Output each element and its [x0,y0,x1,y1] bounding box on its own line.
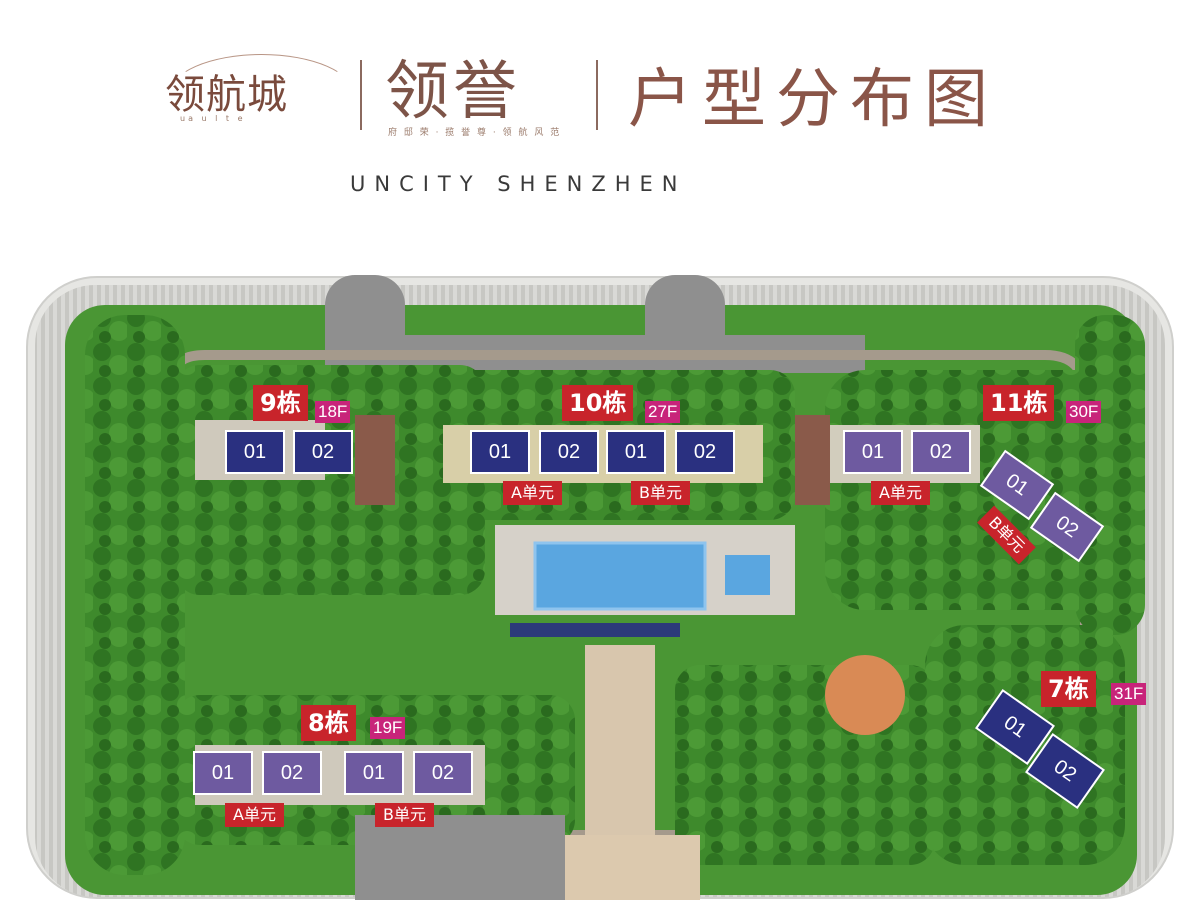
header-divider [360,60,362,130]
pool-edge [510,623,680,637]
page-subtitle: UNCITY SHENZHEN [350,172,687,196]
page-title: 户型分布图 [628,63,998,137]
building-10-unit-a-01[interactable]: 01 [470,430,530,474]
building-10-floors: 27F [645,401,681,423]
building-9-tower [355,415,395,505]
building-10-unit-a-02[interactable]: 02 [539,430,599,474]
building-9-label: 9栋 [253,385,308,421]
building-10-unit-b-02[interactable]: 02 [675,430,735,474]
building-8-unit-b-label: B单元 [375,803,434,827]
building-9-unit-01[interactable]: 01 [225,430,285,474]
building-11-tower [795,415,830,505]
building-11-label: 11栋 [983,385,1055,421]
building-9-unit-02[interactable]: 02 [293,430,353,474]
header-divider [596,60,598,130]
building-8-unit-b-01[interactable]: 01 [344,751,404,795]
playground [825,655,905,735]
building-7-label: 7栋 [1041,671,1096,707]
building-11-unit-a-01[interactable]: 01 [843,430,903,474]
building-11-unit-a-02[interactable]: 02 [911,430,971,474]
lingyu-logo-sub: 府 邸 荣 · 揽 誉 尊 · 领 航 风 范 [388,128,562,138]
building-8-unit-a-label: A单元 [225,803,284,827]
building-10-label: 10栋 [562,385,634,421]
site-plan-map: 9栋 18F 01 02 10栋 27F 01 02 01 02 A单元 B单元… [25,275,1175,900]
building-8-unit-a-02[interactable]: 02 [262,751,322,795]
kids-pool [725,555,770,595]
central-plaza [585,645,655,845]
building-10-unit-b-01[interactable]: 01 [606,430,666,474]
swimming-pool [533,541,707,611]
lingcheng-logo: 领航城 [165,72,288,118]
building-8-label: 8栋 [301,705,356,741]
page-header: 领航城 ua u l t e 领誉 府 邸 荣 · 揽 誉 尊 · 领 航 风 … [0,0,1200,230]
site-plan-background [26,275,1174,900]
building-8-unit-b-02[interactable]: 02 [413,751,473,795]
building-8-floors: 19F [370,717,406,739]
tree-block [1075,315,1145,635]
entrance-plaza [560,835,700,900]
building-10-unit-b-label: B单元 [631,481,690,505]
lingyu-logo: 领誉 [385,55,521,129]
south-road [355,815,565,900]
building-7-floors: 31F [1111,683,1147,705]
building-9-floors: 18F [315,401,351,423]
building-10-unit-a-label: A单元 [503,481,562,505]
building-11-unit-a-label: A单元 [871,481,930,505]
building-11-floors: 30F [1066,401,1102,423]
lingcheng-logo-sub: ua u l t e [180,114,246,123]
building-8-unit-a-01[interactable]: 01 [193,751,253,795]
tree-block [85,315,185,875]
logo-arc [168,54,355,136]
